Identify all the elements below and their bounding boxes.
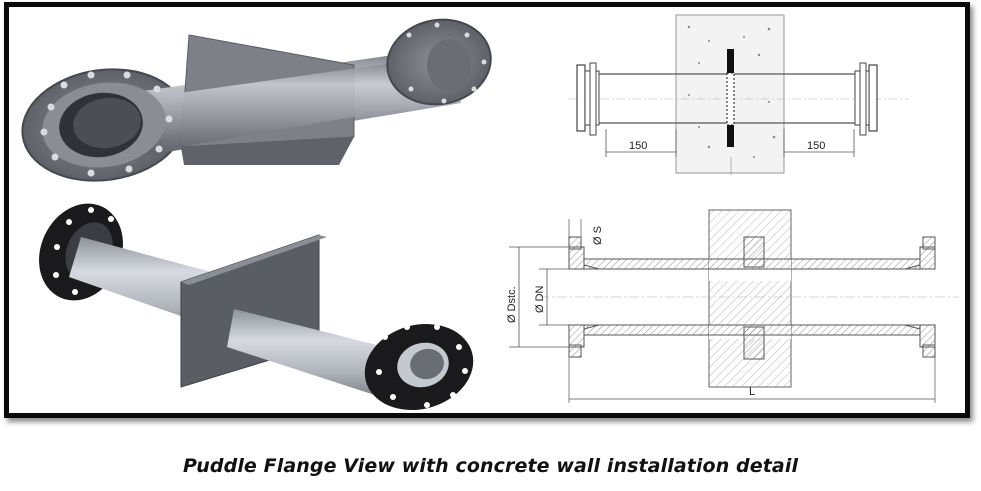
black-flange-puddle-pipe-3d-image bbox=[39, 203, 474, 410]
label-s: Ø S bbox=[592, 226, 604, 245]
label-l: L bbox=[749, 386, 755, 398]
label-dstc: Ø Dstc. bbox=[506, 286, 518, 323]
label-dn: Ø DN bbox=[534, 285, 546, 313]
top-section-drawing: 150 150 bbox=[569, 14, 909, 175]
figure-panel: 150 150 bbox=[9, 7, 965, 413]
figure-frame: 150 150 bbox=[4, 2, 970, 418]
figure-caption: Puddle Flange View with concrete wall in… bbox=[182, 455, 799, 477]
dimension-left-150: 150 bbox=[629, 140, 647, 152]
dimension-right-150: 150 bbox=[807, 140, 825, 152]
bottom-dimension-drawing: Ø S Ø Dstc. Ø DN L bbox=[506, 209, 959, 403]
gray-puddle-flange-3d-image bbox=[21, 18, 492, 182]
